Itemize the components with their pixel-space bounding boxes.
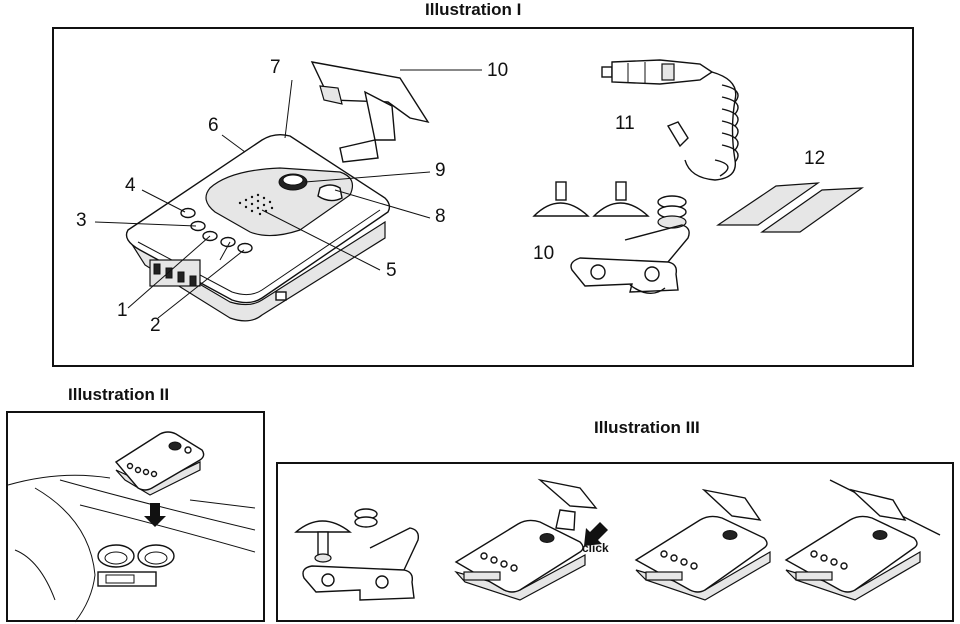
power-cord <box>601 59 739 181</box>
illustration-2-frame <box>6 411 265 622</box>
callout-9: 9 <box>435 160 446 181</box>
windshield-mount-top <box>310 61 430 163</box>
assembly-step-1 <box>454 478 608 601</box>
callout-10-top: 10 <box>487 60 509 81</box>
callout-4: 4 <box>125 175 136 196</box>
callout-7: 7 <box>270 57 281 78</box>
radar-detector-small-ii <box>114 431 205 496</box>
callout-12: 12 <box>804 148 826 169</box>
callout-8: 8 <box>435 206 446 227</box>
callout-6: 6 <box>208 115 219 136</box>
leader-lines <box>94 69 482 319</box>
illustration-1-title: Illustration I <box>425 0 522 19</box>
callout-11: 11 <box>615 113 635 134</box>
suction-cups <box>532 181 687 229</box>
illustration-2-title: Illustration II <box>68 385 170 404</box>
illustration-3-title: Illustration III <box>594 418 700 437</box>
callout-10-bracket: 10 <box>533 243 555 264</box>
illustration-1-frame <box>52 27 914 367</box>
callout-3: 3 <box>76 210 87 231</box>
adhesive-pads <box>716 182 865 233</box>
radar-detector-device <box>125 133 391 322</box>
down-arrow-icon <box>144 503 166 527</box>
callout-1: 1 <box>117 300 128 321</box>
mounting-bracket <box>570 224 690 294</box>
callout-2: 2 <box>150 315 161 336</box>
callout-5: 5 <box>386 260 397 281</box>
car-dashboard <box>7 474 256 623</box>
assembly-step-2 <box>634 488 771 601</box>
illustration-3-frame <box>276 462 954 622</box>
assembly-step-3 <box>784 479 941 601</box>
parts-assembly <box>294 508 420 601</box>
click-label: click <box>582 541 609 555</box>
